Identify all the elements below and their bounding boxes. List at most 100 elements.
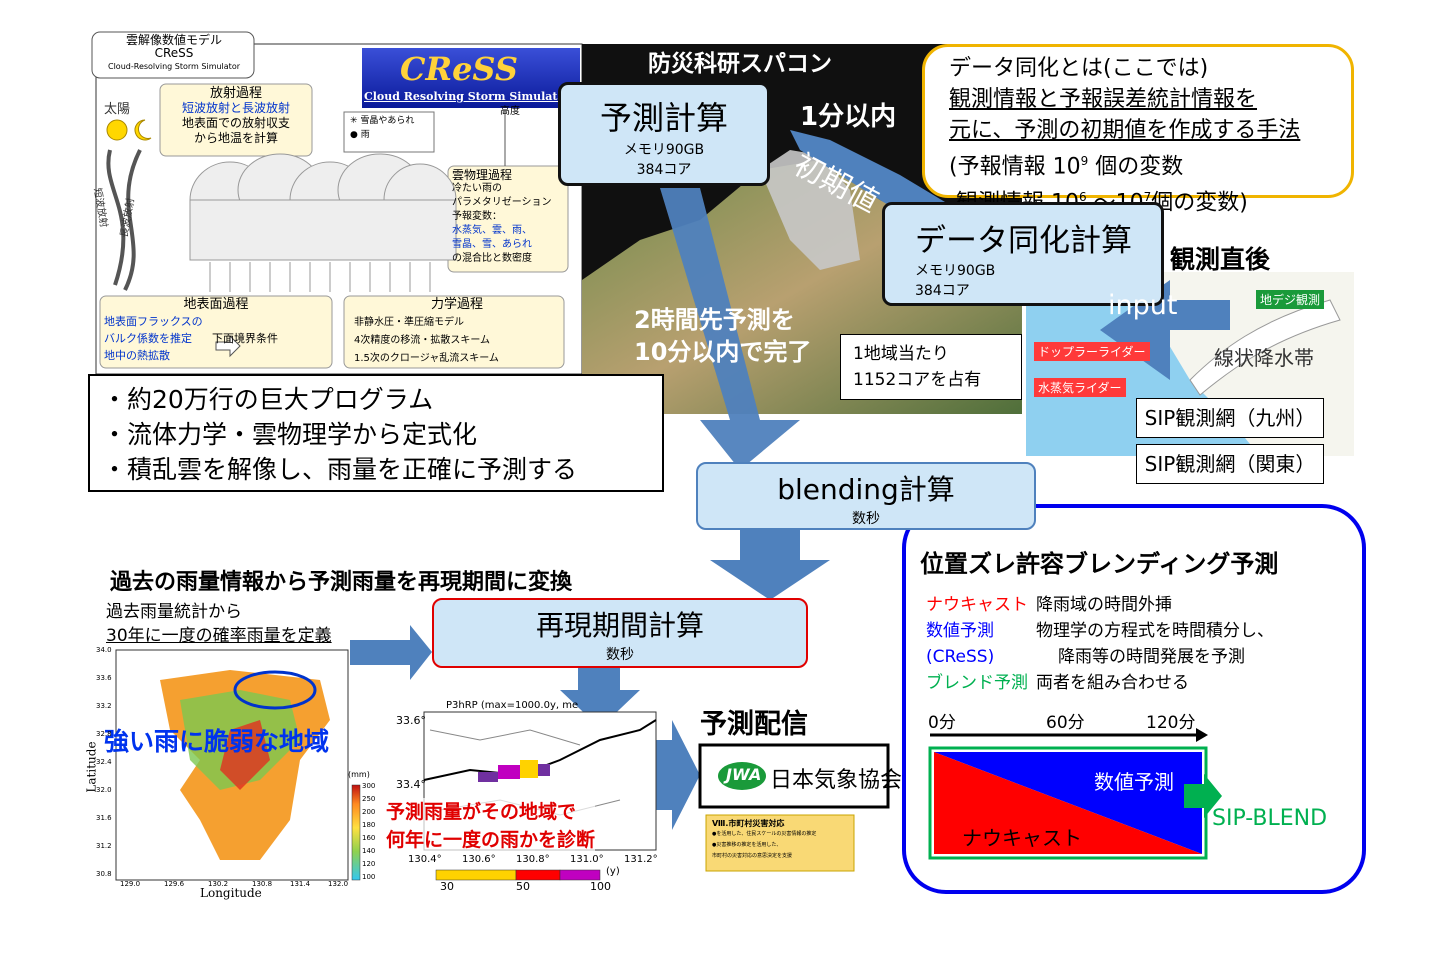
p3-cbar-tick: 50 (516, 880, 530, 893)
sip-blend-output: SIP-BLEND (1212, 806, 1328, 831)
sip-kanto-box: SIP観測網（関東） (1136, 444, 1324, 484)
nwp-paren: (CReSS) (926, 647, 995, 667)
blending-sub: 数秒 (852, 511, 880, 527)
sun-shape (106, 119, 128, 141)
return-calc-title: 再現期間計算 (535, 609, 704, 642)
p3-xtick: 131.0° (570, 854, 604, 865)
cbar-tick: 180 (362, 821, 376, 829)
map-ytick: 31.2 (96, 842, 112, 850)
nwp-label: 数値予測 (926, 621, 994, 641)
features-box: ・約20万行の巨大プログラム ・流体力学・雲物理学から定式化 ・積乱雲を解像し、… (88, 374, 664, 492)
dynamics-box (343, 295, 565, 369)
p3-xtick: 130.6° (462, 854, 496, 865)
forecast-mem: メモリ90GB (623, 142, 705, 158)
radiation-title: 放射過程 (209, 86, 262, 101)
def-line1: 観測情報と予報誤差統計情報を (949, 87, 1258, 112)
feature-3: ・積乱雲を解像し、雨量を正確に予測する (102, 455, 578, 484)
delivery-title: 予測配信 (700, 709, 808, 740)
p3-ytick: 33.6° (396, 714, 426, 727)
map-ytick: 33.2 (96, 702, 112, 710)
blend-label: ブレンド予測 (926, 673, 1028, 693)
p3-cbar-purple (559, 869, 601, 881)
sip-blend-arrow (1184, 774, 1222, 818)
vapor-lidar-label: 水蒸気ライダー (1034, 378, 1126, 397)
surface-line1: 地表面フラックスの (104, 315, 203, 328)
arrow-stats-to-return (350, 625, 432, 680)
cloud-phys-text: 雲物理過程 冷たい雨の パラメタリゼーション 予報変数： 水蒸気、雲、雨、 雪晶… (452, 168, 552, 266)
time-axis-arrowhead (1196, 728, 1208, 742)
legend-box (343, 111, 435, 153)
two-hour-line1: 2時間先予測を (634, 306, 795, 334)
surface-text: 地表面過程 地表面フラックスの バルク係数を推定下面境界条件 地中の熱拡散 (104, 296, 328, 364)
map-xtick: 130.2 (208, 880, 229, 888)
longwave-arrow (123, 149, 142, 291)
sip-kyushu-box: SIP観測網（九州） (1136, 398, 1324, 438)
jwa-card-line2: ●災害推移の推定を活用した、 (712, 842, 782, 848)
assim-calc-cores: 384コア (915, 283, 970, 299)
surface-arrow (215, 334, 241, 358)
vulnerable-label: 強い雨に脆弱な地域 (104, 727, 330, 756)
per-region-line1: 1地域当たり (853, 344, 949, 364)
cloud-line5: 雪晶、雪、あられ (452, 239, 532, 250)
nwp-desc2: 降雨等の時間発展を予測 (1058, 647, 1245, 667)
surface-line2: バルク係数を推定 (104, 332, 192, 345)
cloud-title: 雲物理過程 (452, 168, 513, 182)
p3-cbar-yellow (435, 869, 517, 881)
dynamics-line3: 1.5次のクロージャ乱流スキーム (354, 353, 499, 364)
radiation-line2: 地表面での放射収支 (181, 116, 290, 130)
map-xtick: 132.0 (328, 880, 349, 888)
observation-title: 観測直後 (1170, 245, 1271, 274)
blend-desc: 両者を組み合わせる (1036, 673, 1189, 693)
diagnose-line1: 予測雨量がその地域で (386, 801, 577, 823)
jwa-card-line3: 市町村の災害対応の意思決定を支援 (712, 853, 793, 859)
map-ytick: 32.8 (96, 730, 112, 738)
p3-unit: (y) (606, 866, 620, 877)
time-0: 0分 (928, 713, 956, 733)
cress-header-line2: CReSS (154, 46, 194, 60)
radiation-box (159, 83, 313, 157)
return-calc-sub: 数秒 (606, 647, 634, 663)
assim-calc-title: データ同化計算 (915, 223, 1132, 259)
dynamics-line2: 4次精度の移流・拡散スキーム (354, 335, 491, 346)
cloud-line4: 水蒸気、雲、雨、 (452, 225, 532, 236)
rain-lines (209, 262, 431, 292)
forecast-cores: 384コア (636, 162, 692, 178)
legend-snow: 雪晶やあられ (360, 116, 415, 126)
p3-rain-cells (478, 760, 550, 782)
map-xtick: 129.6 (164, 880, 185, 888)
def-title: データ同化とは(ここでは) (949, 56, 1209, 81)
cloud-line1: 冷たい雨の (452, 183, 502, 194)
p3-cbar-tick: 30 (440, 880, 454, 893)
shortwave-arrow (106, 149, 126, 286)
forecast-box: 予測計算 メモリ90GB 384コア (558, 82, 770, 186)
map-unit: (mm) (348, 770, 370, 779)
jwa-card (705, 814, 855, 872)
cloud-line2: パラメタリゼーション (452, 197, 552, 208)
diagnose-text: 予測雨量がその地域で 何年に一度の雨かを診断 (386, 798, 596, 854)
cress-header-line3: Cloud-Resolving Storm Simulator (108, 62, 240, 71)
return-period-heading: 過去の雨量情報から予測雨量を再現期間に変換 (110, 570, 573, 595)
tv-obs-label: 地デジ観測 (1256, 290, 1325, 309)
doppler-lidar-label: ドップラーライダー (1034, 342, 1150, 361)
p3-cbar-red (515, 869, 561, 881)
sun-label: 太陽 (104, 102, 131, 117)
stats-text: 過去雨量統計から 30年に一度の確率雨量を定義 (106, 600, 332, 648)
radiation-text: 放射過程 短波放射と長波放射 地表面での放射収支 から地温を計算 (164, 86, 308, 146)
cress-logo-text: CReSS (400, 50, 518, 88)
map-ytick: 30.8 (96, 870, 112, 878)
def-line3-label: (予報情報 (949, 154, 1046, 180)
feature-2: ・流体力学・雲物理学から定式化 (102, 420, 478, 449)
cloud-line3: 予報変数： (452, 211, 502, 222)
def-line3: (予報情報 109 個の変数 (949, 154, 1184, 180)
cbar-tick: 120 (362, 860, 376, 868)
map-xtick: 131.4 (290, 880, 311, 888)
one-minute-label: 1分以内 (800, 102, 897, 132)
dynamics-line1: 非静水圧・準圧縮モデル (354, 317, 464, 328)
surface-box (99, 295, 333, 369)
p3-xtick: 131.2° (624, 854, 658, 865)
two-hour-line2: 10分以内で完了 (634, 338, 812, 366)
jwa-logo-mark (718, 762, 766, 790)
height-label: 高度 (500, 106, 520, 117)
map-xtick: 129.0 (120, 880, 141, 888)
radiation-line1: 短波放射と長波放射 (181, 101, 290, 115)
